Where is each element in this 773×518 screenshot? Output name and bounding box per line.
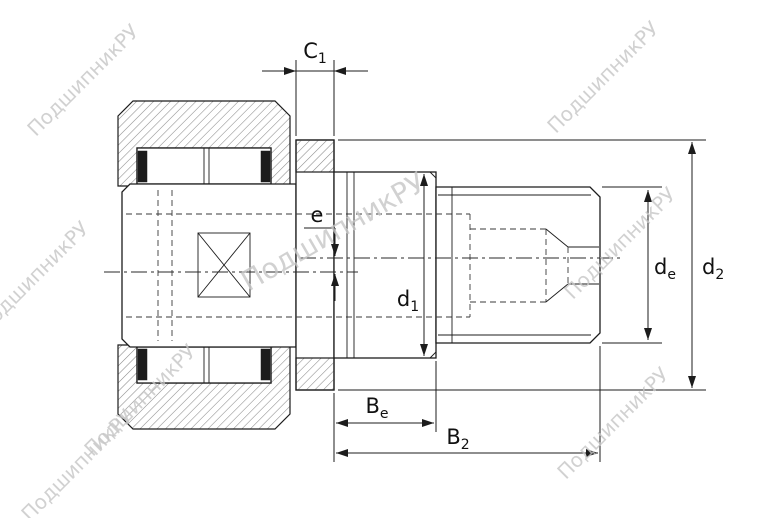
dimension-de: de: [602, 186, 676, 344]
dimension-e: e: [304, 203, 339, 301]
centerlines: [104, 257, 624, 273]
dim-label-d2: d2: [702, 255, 724, 283]
dimension-d2: d2: [338, 139, 724, 391]
dim-label-d1: d1: [397, 287, 419, 315]
dimension-c1: C1: [262, 39, 368, 136]
seal-top-right: [260, 150, 271, 183]
dimension-be: Be: [333, 361, 437, 462]
dim-label-be: Be: [365, 394, 388, 422]
dimension-b2: B2: [336, 346, 601, 462]
hidden-detail-lines: [126, 171, 599, 359]
seal-bottom-right: [260, 348, 271, 381]
threaded-stud-body: [435, 186, 601, 344]
seal-top-left: [137, 150, 148, 183]
dim-label-c1: C1: [303, 39, 327, 67]
seal-bottom-left: [137, 348, 148, 381]
flange-top-hatch: [295, 139, 335, 173]
threaded-stud: [435, 186, 601, 344]
dim-label-b2: B2: [446, 425, 469, 453]
watermark-text: ПодшипникРУ: [552, 362, 674, 484]
watermark-text: ПодшипникРУ: [542, 16, 664, 138]
flange: [295, 139, 335, 391]
dim-label-e: e: [311, 203, 324, 227]
collar-body: [333, 171, 437, 359]
flange-bottom-hatch: [295, 357, 335, 391]
watermark-text: ПодшипникРУ: [0, 216, 94, 338]
dimension-d1: d1: [394, 174, 428, 356]
eccentric-collar: [333, 171, 437, 359]
needle-rollers: [136, 147, 272, 384]
dim-label-de: de: [654, 255, 676, 283]
watermark-text: ПодшипникРУ: [16, 404, 138, 518]
